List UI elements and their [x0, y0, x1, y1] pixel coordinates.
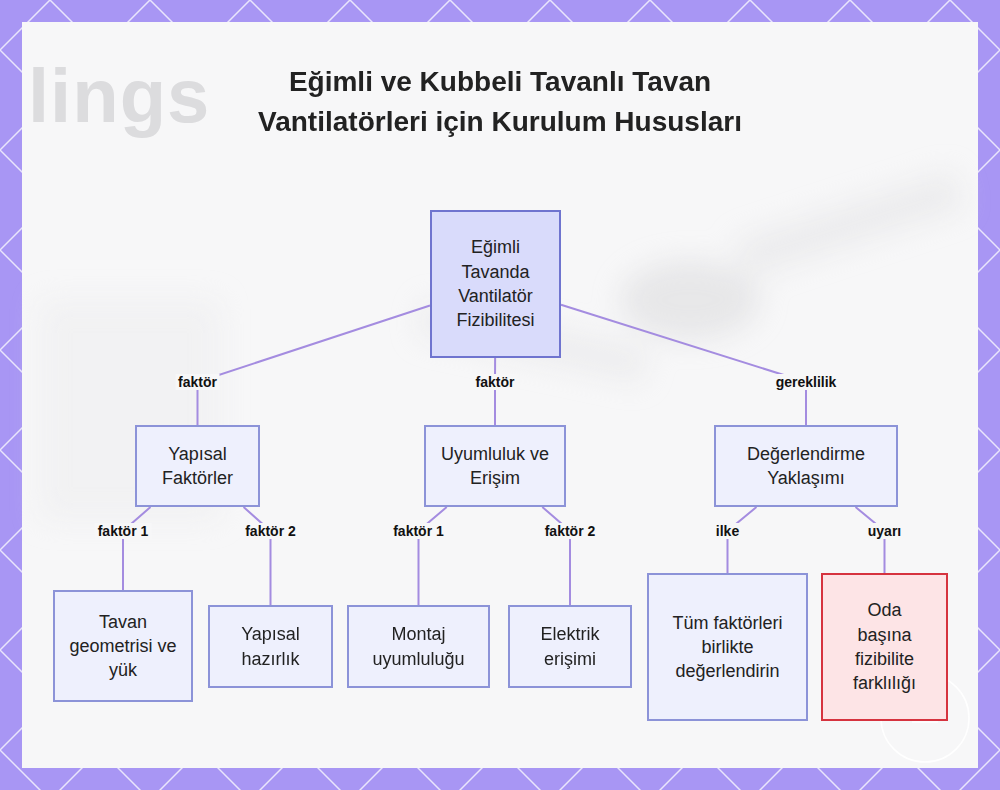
node-label: Tavan geometrisi ve yük	[69, 610, 177, 683]
edge-label: faktör 2	[542, 523, 599, 539]
edge-label: faktör 2	[242, 523, 299, 539]
edge-label: ilke	[713, 523, 742, 539]
edge-label: uyarı	[865, 523, 904, 539]
watermark-text: lings	[28, 52, 210, 139]
edge-label: faktör 1	[95, 523, 152, 539]
topic-box: Elektrik erişimi	[508, 605, 632, 688]
connector-line	[244, 507, 271, 605]
edge-label: faktör	[473, 374, 518, 390]
edge-label: faktör 1	[390, 523, 447, 539]
connector-line	[856, 507, 885, 573]
node-label: Yapısal hazırlık	[220, 622, 321, 671]
topic-box: Tavan geometrisi ve yük	[53, 590, 193, 702]
topic-box: Yapısal hazırlık	[208, 605, 333, 688]
diagram-title: Eğimli ve Kubbeli Tavanlı Tavan Vantilat…	[250, 62, 750, 142]
edge-label: faktör	[175, 374, 220, 390]
connector-line	[728, 507, 757, 573]
panel	[22, 22, 978, 768]
connector-line	[419, 507, 447, 605]
connector-line	[123, 507, 151, 590]
node-label: Uyumluluk ve Erişim	[436, 442, 554, 491]
connector-line	[198, 306, 431, 425]
topic-box: Yapısal Faktörler	[135, 425, 260, 507]
root-box: Eğimli Tavanda Vantilatör Fizibilitesi	[430, 210, 561, 358]
topic-box: Montaj uyumluluğu	[347, 605, 490, 688]
connector-line	[561, 305, 806, 425]
node-label: Değerlendirme Yaklaşımı	[726, 442, 886, 491]
topic-box: Tüm faktörleri birlikte değerlendirin	[647, 573, 808, 721]
node-label: Montaj uyumluluğu	[359, 622, 478, 671]
blurred-photo	[40, 170, 965, 520]
connector-line	[542, 507, 570, 605]
node-label: Yapısal Faktörler	[145, 442, 250, 491]
topic-box: Değerlendirme Yaklaşımı	[714, 425, 898, 507]
topic-box: Uyumluluk ve Erişim	[424, 425, 566, 507]
edge-label: gereklilik	[773, 374, 840, 390]
node-label: Eğimli Tavanda Vantilatör Fizibilitesi	[442, 235, 549, 332]
topic-box: Oda başına fizibilite farklılığı	[821, 573, 948, 721]
node-label: Oda başına fizibilite farklılığı	[841, 598, 928, 695]
node-label: Elektrik erişimi	[520, 622, 620, 671]
node-label: Tüm faktörleri birlikte değerlendirin	[669, 611, 786, 684]
connector-line	[494, 358, 496, 425]
